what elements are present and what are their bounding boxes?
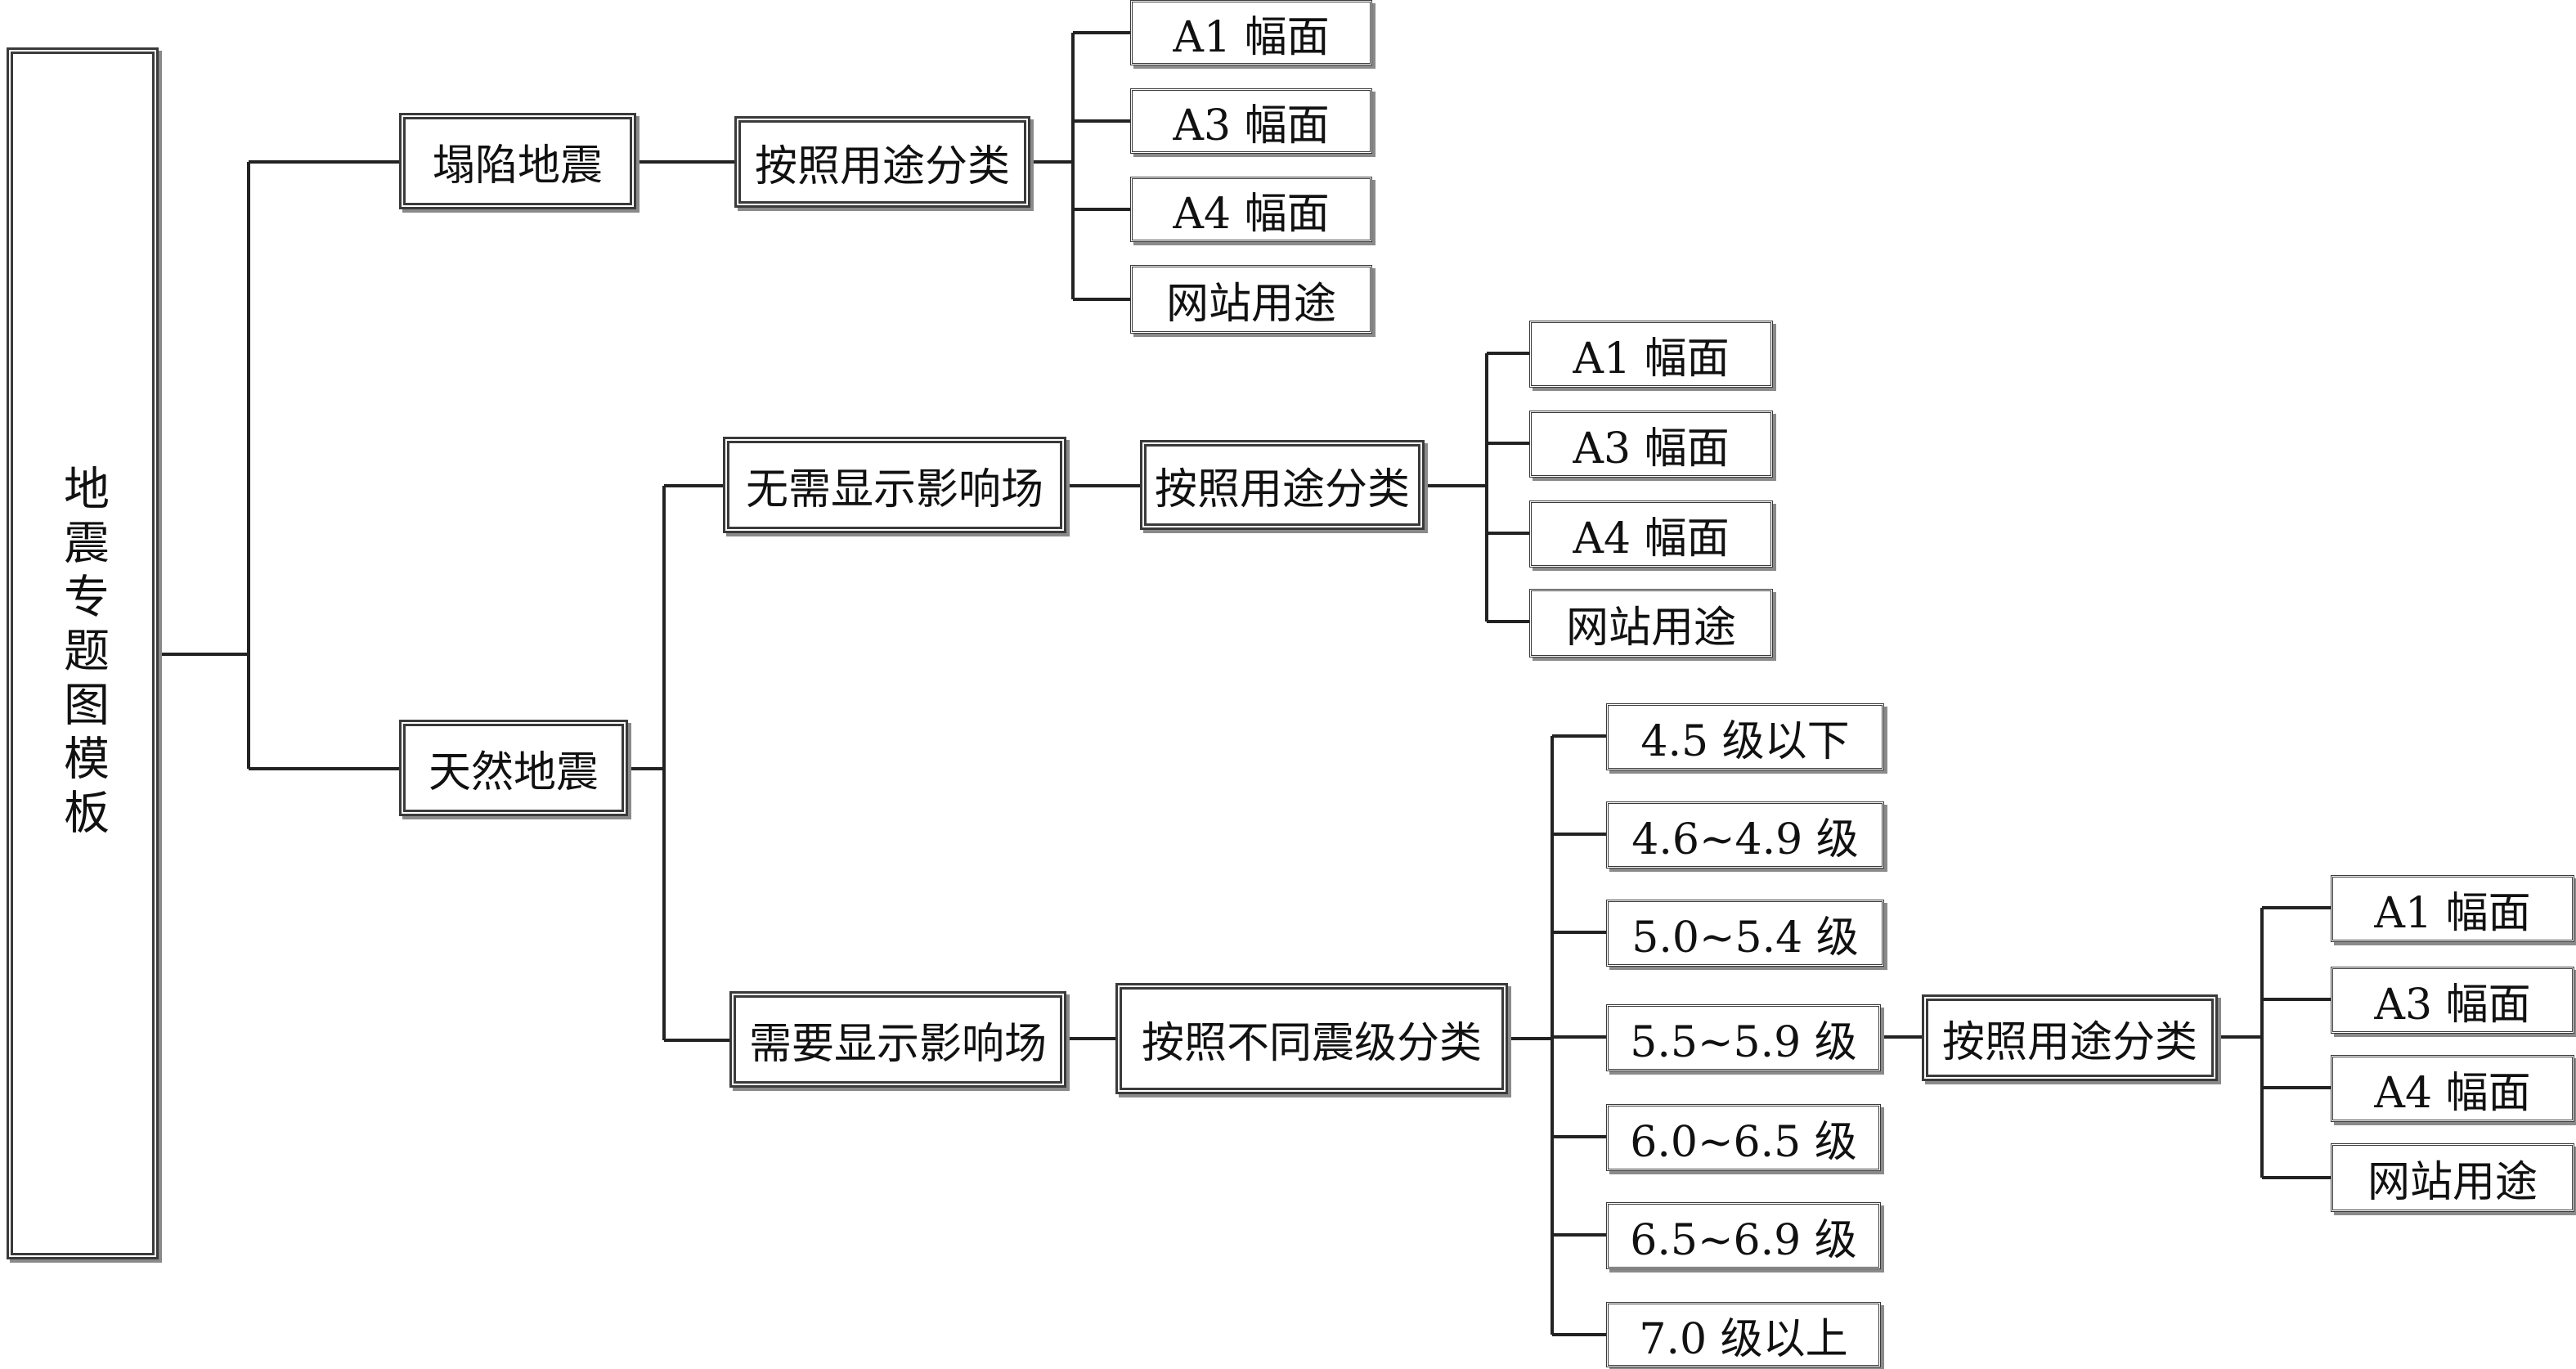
node-no-field-leaf-3: A4 幅面 (1529, 500, 1773, 568)
node-sub-leaf-2: A3 幅面 (2331, 967, 2574, 1034)
node-magnitude-5: 6.0~6.5 级 (1606, 1104, 1881, 1171)
node-magnitude-3-label: 5.0~5.4 级 (1631, 913, 1859, 963)
node-collapse-leaf-4-label: 网站用途 (1165, 279, 1336, 329)
node-collapse-classifier-label: 按照用途分类 (754, 141, 1010, 191)
node-no-field-leaf-1-label: A1 幅面 (1573, 334, 1730, 384)
node-no-field-leaf-3-label: A4 幅面 (1573, 514, 1730, 563)
node-collapse-earthquake-label: 塌陷地震 (432, 141, 603, 191)
node-magnitude-1: 4.5 级以下 (1606, 703, 1884, 770)
node-sub-leaf-4-label: 网站用途 (2367, 1157, 2538, 1207)
node-collapse-leaf-1: A1 幅面 (1130, 0, 1372, 65)
node-collapse-leaf-2: A3 幅面 (1130, 88, 1372, 154)
node-magnitude-7-label: 7.0 级以上 (1639, 1314, 1848, 1364)
node-collapse-leaf-2-label: A3 幅面 (1173, 101, 1330, 150)
node-magnitude-6: 6.5~6.9 级 (1606, 1202, 1881, 1269)
node-no-field-leaf-4-label: 网站用途 (1565, 603, 1736, 653)
node-magnitude-5-label: 6.0~6.5 级 (1630, 1117, 1857, 1167)
node-magnitude-1-label: 4.5 级以下 (1640, 716, 1850, 766)
node-natural-earthquake-label: 天然地震 (428, 747, 599, 797)
node-with-field: 需要显示影响场 (729, 991, 1066, 1088)
node-magnitude-3: 5.0~5.4 级 (1606, 900, 1884, 967)
node-sub-leaf-3: A4 幅面 (2331, 1055, 2574, 1122)
node-magnitude-classifier-label: 按照不同震级分类 (1141, 1018, 1482, 1068)
node-sub-classifier: 按照用途分类 (1922, 994, 2218, 1081)
node-no-field-classifier: 按照用途分类 (1140, 440, 1425, 530)
node-collapse-classifier: 按照用途分类 (734, 116, 1030, 208)
node-no-field-leaf-2-label: A3 幅面 (1573, 424, 1730, 474)
node-collapse-leaf-4: 网站用途 (1130, 265, 1372, 334)
node-no-field-classifier-label: 按照用途分类 (1154, 465, 1410, 514)
node-magnitude-classifier: 按照不同震级分类 (1115, 983, 1508, 1094)
node-collapse-earthquake: 塌陷地震 (399, 113, 636, 209)
node-no-field-label: 无需显示影响场 (745, 465, 1043, 514)
node-collapse-leaf-1-label: A1 幅面 (1173, 12, 1330, 62)
node-sub-leaf-3-label: A4 幅面 (2374, 1068, 2531, 1118)
node-collapse-leaf-3: A4 幅面 (1130, 177, 1372, 242)
node-collapse-leaf-3-label: A4 幅面 (1173, 189, 1330, 239)
node-no-field-leaf-1: A1 幅面 (1529, 321, 1773, 388)
node-with-field-label: 需要显示影响场 (748, 1019, 1047, 1069)
node-no-field-leaf-4: 网站用途 (1529, 589, 1773, 658)
node-magnitude-2-label: 4.6~4.9 级 (1631, 815, 1859, 864)
node-sub-leaf-1: A1 幅面 (2331, 875, 2574, 942)
node-magnitude-2: 4.6~4.9 级 (1606, 801, 1884, 869)
node-no-field: 无需显示影响场 (723, 437, 1066, 533)
root-node: 地震专题图模板 (7, 47, 159, 1259)
node-sub-leaf-2-label: A3 幅面 (2374, 980, 2531, 1030)
node-sub-classifier-label: 按照用途分类 (1941, 1017, 2197, 1067)
node-magnitude-4: 5.5~5.9 级 (1606, 1004, 1881, 1071)
node-magnitude-6-label: 6.5~6.9 级 (1630, 1215, 1857, 1265)
root-label: 地震专题图模板 (56, 465, 110, 842)
node-sub-leaf-4: 网站用途 (2331, 1143, 2574, 1212)
node-magnitude-4-label: 5.5~5.9 级 (1630, 1017, 1857, 1067)
node-no-field-leaf-2: A3 幅面 (1529, 411, 1773, 478)
node-sub-leaf-1-label: A1 幅面 (2374, 888, 2531, 938)
node-magnitude-7: 7.0 级以上 (1606, 1302, 1881, 1367)
node-natural-earthquake: 天然地震 (399, 720, 628, 816)
